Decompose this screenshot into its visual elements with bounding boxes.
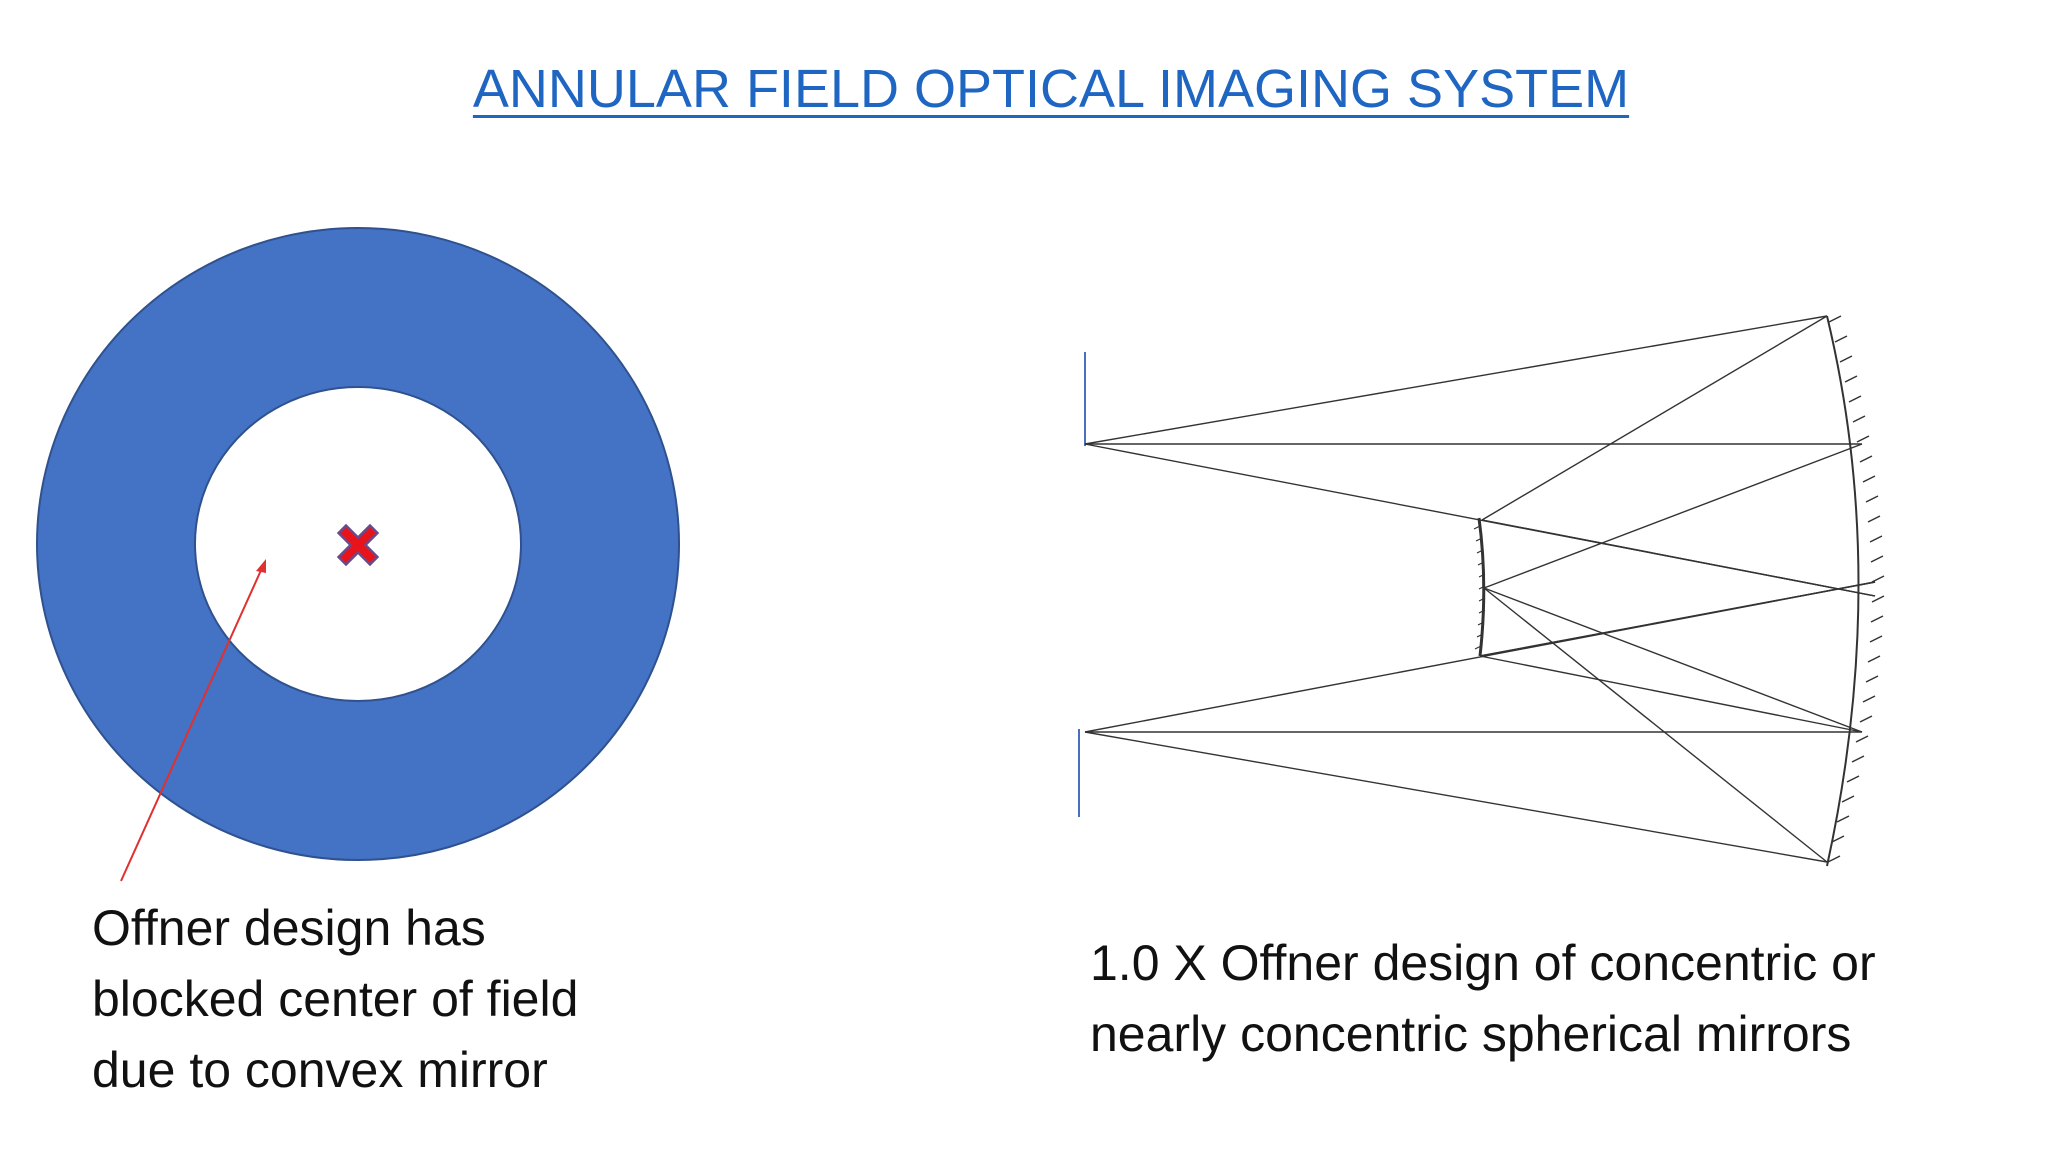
pointer-arrow xyxy=(120,559,266,882)
secondary-mirror-hatching xyxy=(1473,525,1486,650)
left-caption: Offner design has blocked center of fiel… xyxy=(92,893,712,1106)
left-caption-line-2: blocked center of field xyxy=(92,971,579,1027)
left-caption-line-3: due to convex mirror xyxy=(92,1042,548,1098)
right-caption: 1.0 X Offner design of concentric or nea… xyxy=(1090,928,1990,1070)
annular-field-diagram xyxy=(36,227,681,882)
primary-mirror-hatching xyxy=(1827,315,1885,863)
right-caption-line-1: 1.0 X Offner design of concentric or xyxy=(1090,935,1876,991)
page-title: ANNULAR FIELD OPTICAL IMAGING SYSTEM xyxy=(472,59,1630,119)
primary-concave-mirror xyxy=(1826,315,1860,867)
right-caption-line-2: nearly concentric spherical mirrors xyxy=(1090,1006,1852,1062)
blocked-center-x-icon xyxy=(336,523,380,567)
ray-paths xyxy=(1084,315,1876,863)
left-caption-line-1: Offner design has xyxy=(92,900,486,956)
offner-mirror-diagram xyxy=(1078,315,1885,867)
annular-field-ring xyxy=(36,227,681,861)
